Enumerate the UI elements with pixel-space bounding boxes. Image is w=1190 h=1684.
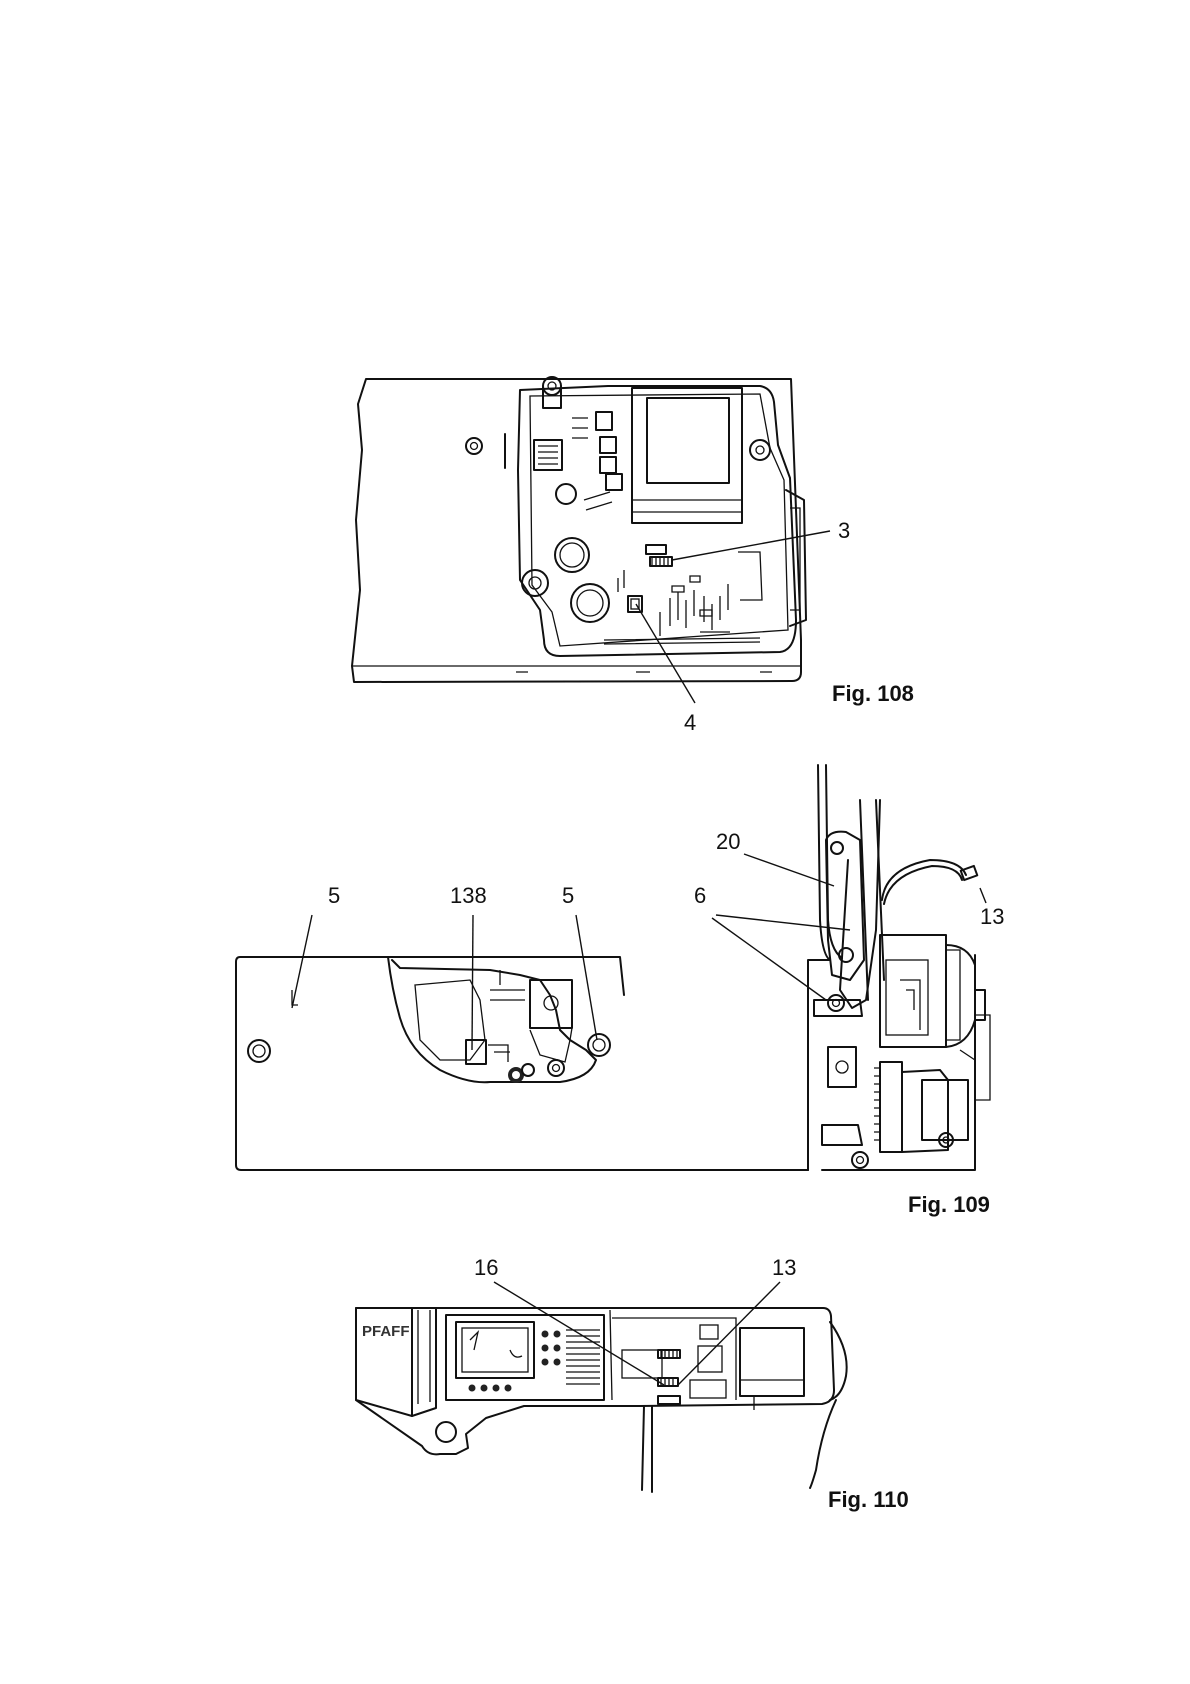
fig-108-caption: Fig. 108 [832, 681, 914, 706]
callout-13-fig110: 13 [772, 1255, 796, 1280]
callout-138: 138 [450, 883, 487, 908]
callout-20: 20 [716, 829, 740, 854]
fig-110-caption: Fig. 110 [828, 1487, 909, 1512]
fig-110-drawing [356, 1282, 847, 1492]
fig-109-drawing [236, 765, 990, 1170]
pfaff-logo: PFAFF [362, 1323, 410, 1340]
callout-5-left: 5 [328, 883, 340, 908]
fig-109-caption: Fig. 109 [908, 1192, 990, 1217]
callout-5-right: 5 [562, 883, 574, 908]
callout-16: 16 [474, 1255, 498, 1280]
callout-6: 6 [694, 883, 706, 908]
callout-3: 3 [838, 518, 850, 543]
fig-108-drawing [352, 377, 830, 703]
callout-13: 13 [980, 904, 1004, 929]
callout-4: 4 [684, 710, 696, 735]
